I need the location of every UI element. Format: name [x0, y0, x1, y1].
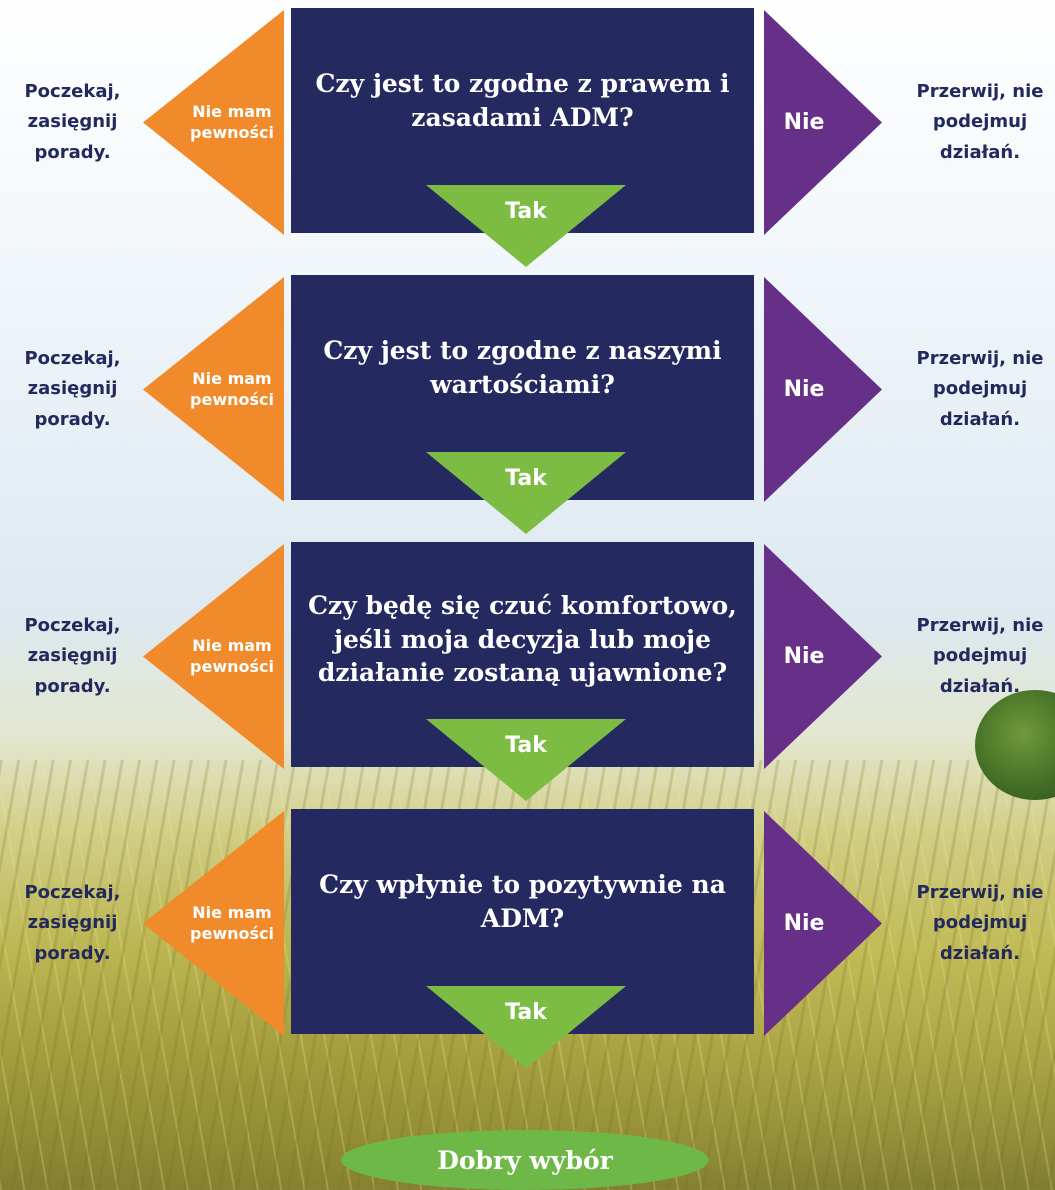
stop-action-text: Przerwij, nie podejmuj działań.	[916, 347, 1044, 430]
question-box: Czy jest to zgodne z prawem i zasadami A…	[291, 8, 754, 233]
wait-advice-text: Poczekaj, zasięgnij porady.	[24, 614, 121, 697]
yes-label: Tak	[505, 199, 547, 224]
yes-label: Tak	[505, 466, 547, 491]
flow-step-4: Poczekaj, zasięgnij porady. Nie mam pewn…	[0, 801, 1055, 1071]
stop-action-text: Przerwij, nie podejmuj działań.	[916, 881, 1044, 964]
no-label: Nie	[783, 911, 825, 936]
no-arrow: Nie	[764, 811, 882, 1036]
no-label: Nie	[783, 644, 825, 669]
question-box: Czy wpłynie to pozytywnie na ADM?	[291, 809, 754, 1034]
yes-label: Tak	[505, 1000, 547, 1025]
stop-action-text: Przerwij, nie podejmuj działań.	[916, 614, 1044, 697]
wait-advice-text: Poczekaj, zasięgnij porady.	[24, 347, 121, 430]
unsure-arrow: Nie mam pewności	[143, 544, 284, 769]
question-text: Czy będę się czuć komfortowo, jeśli moja…	[308, 590, 737, 688]
question-text: Czy jest to zgodne z prawem i zasadami A…	[315, 68, 730, 132]
flow-step-3: Poczekaj, zasięgnij porady. Nie mam pewn…	[0, 534, 1055, 804]
question-text: Czy jest to zgodne z naszymi wartościami…	[323, 335, 722, 399]
unsure-arrow: Nie mam pewności	[143, 277, 284, 502]
no-label: Nie	[783, 110, 825, 135]
question-text: Czy wpłynie to pozytywnie na ADM?	[319, 869, 726, 933]
no-arrow: Nie	[764, 277, 882, 502]
stop-action-text: Przerwij, nie podejmuj działań.	[916, 80, 1044, 163]
no-label: Nie	[783, 377, 825, 402]
unsure-arrow: Nie mam pewności	[143, 811, 284, 1036]
flow-step-2: Poczekaj, zasięgnij porady. Nie mam pewn…	[0, 267, 1055, 537]
good-choice-oval: Dobry wybór	[341, 1130, 709, 1190]
no-arrow: Nie	[764, 10, 882, 235]
unsure-label: Nie mam pewności	[190, 635, 274, 676]
wait-advice-text: Poczekaj, zasięgnij porady.	[24, 881, 121, 964]
unsure-arrow: Nie mam pewności	[143, 10, 284, 235]
yes-label: Tak	[505, 733, 547, 758]
no-arrow: Nie	[764, 544, 882, 769]
unsure-label: Nie mam pewności	[190, 101, 274, 142]
unsure-label: Nie mam pewności	[190, 902, 274, 943]
unsure-label: Nie mam pewności	[190, 368, 274, 409]
wait-advice-text: Poczekaj, zasięgnij porady.	[24, 80, 121, 163]
flow-step-1: Poczekaj, zasięgnij porady. Nie mam pewn…	[0, 0, 1055, 270]
